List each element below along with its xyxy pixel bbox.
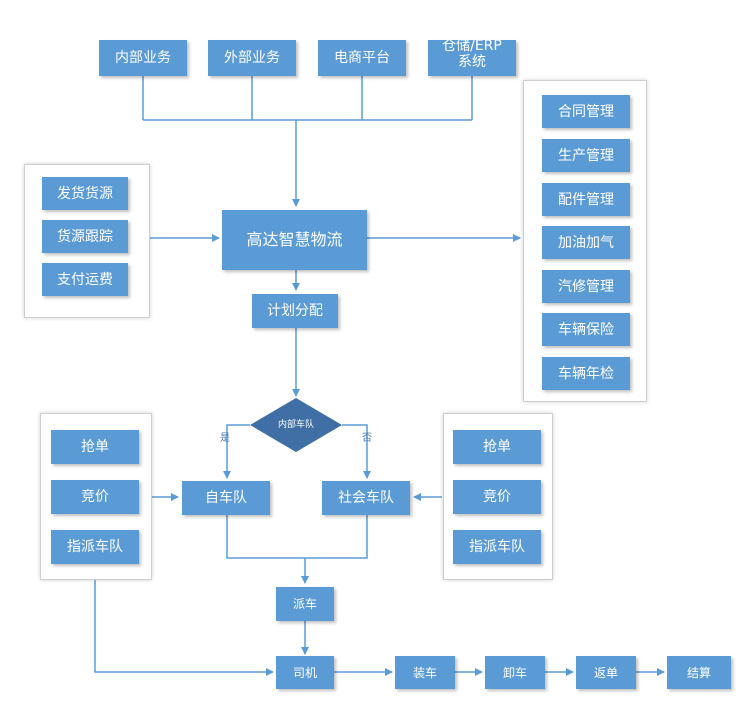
connector-decision-no (342, 424, 371, 479)
right-group-item: 合同管理 (542, 95, 630, 128)
source-warehouse-line2: 系统 (458, 54, 486, 70)
own-fleet: 自车队 (182, 481, 270, 515)
source-warehouse-erp: 仓储/ERP 系统 (428, 40, 516, 76)
flow-settle: 结算 (667, 656, 731, 689)
source-external: 外部业务 (208, 40, 296, 76)
dispatch-vehicle: 派车 (276, 587, 334, 621)
right-option-item: 抢单 (453, 430, 541, 464)
flow-driver: 司机 (276, 656, 334, 689)
right-group-item: 汽修管理 (542, 270, 630, 303)
decision-no-label: 否 (362, 433, 372, 444)
flow-unload: 卸车 (485, 656, 545, 689)
decision-yes-label: 是 (220, 433, 230, 444)
connector-decision-yes (223, 424, 250, 479)
left-option-item: 指派车队 (51, 530, 139, 564)
source-warehouse-line1: 仓储/ERP (442, 40, 502, 54)
flow-load: 装车 (395, 656, 455, 689)
connector-left-driver (94, 580, 274, 676)
left-option-item: 竞价 (51, 480, 139, 514)
right-group-item: 车辆保险 (542, 313, 630, 346)
connector-fleets-merge (226, 515, 368, 559)
hub-platform: 高达智慧物流 (222, 210, 367, 270)
decision-label: 内部车队 (277, 420, 314, 430)
social-fleet: 社会车队 (322, 481, 410, 515)
left-group-item: 货源跟踪 (42, 220, 128, 253)
plan-allocation: 计划分配 (252, 294, 338, 328)
left-group-item: 支付运费 (42, 263, 128, 296)
right-group-item: 车辆年检 (542, 357, 630, 390)
right-option-item: 指派车队 (453, 530, 541, 564)
right-group-item: 加油加气 (542, 226, 630, 259)
right-group-item: 生产管理 (542, 139, 630, 172)
decision-diamond (250, 398, 342, 452)
source-internal: 内部业务 (99, 40, 187, 76)
source-ecommerce: 电商平台 (318, 40, 406, 76)
left-option-item: 抢单 (51, 430, 139, 464)
right-option-item: 竞价 (453, 480, 541, 514)
flow-return-doc: 返单 (576, 656, 636, 689)
left-group-item: 发货货源 (42, 177, 128, 210)
right-group-item: 配件管理 (542, 183, 630, 216)
